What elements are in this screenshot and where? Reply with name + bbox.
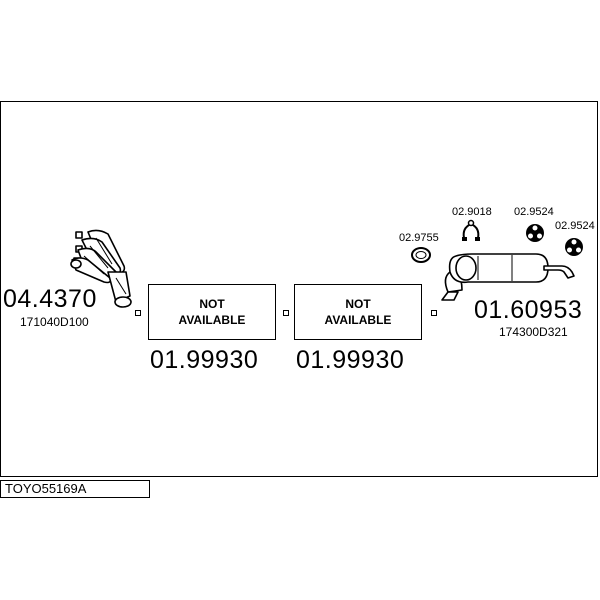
pipe-2-not-available-box: NOT AVAILABLE (294, 284, 422, 340)
pipe-1-part-number: 01.99930 (150, 346, 259, 374)
connector-square (431, 310, 437, 316)
rubber-mount-1-part-number: 02.9524 (514, 206, 554, 218)
pipe-1-not-available-box: NOT AVAILABLE (148, 284, 276, 340)
not-available-line1: NOT (199, 297, 225, 311)
manifold-part-number: 04.4370 (3, 285, 97, 313)
gasket-part-number: 02.9755 (399, 232, 439, 244)
clamp-icon (462, 219, 480, 241)
connector-square (135, 310, 141, 316)
not-available-line1: NOT (345, 297, 371, 311)
diagram-frame (0, 101, 598, 477)
not-available-line2: AVAILABLE (324, 313, 392, 327)
exhaust-manifold-icon (70, 229, 132, 308)
vehicle-code-box: TOYO55169A (0, 480, 150, 498)
gasket-ring-icon (411, 247, 431, 263)
rubber-mount-icon (526, 224, 544, 242)
pipe-2-part-number: 01.99930 (296, 346, 405, 374)
silencer-oe-reference: 174300D321 (499, 325, 568, 339)
silencer-part-number: 01.60953 (474, 296, 583, 324)
vehicle-code: TOYO55169A (5, 481, 87, 496)
rubber-mount-icon (565, 238, 583, 256)
manifold-oe-reference: 171040D100 (20, 315, 89, 329)
connector-square (283, 310, 289, 316)
rubber-mount-2-part-number: 02.9524 (555, 220, 595, 232)
not-available-line2: AVAILABLE (178, 313, 246, 327)
rear-silencer-icon (441, 253, 575, 301)
clamp-part-number: 02.9018 (452, 206, 492, 218)
